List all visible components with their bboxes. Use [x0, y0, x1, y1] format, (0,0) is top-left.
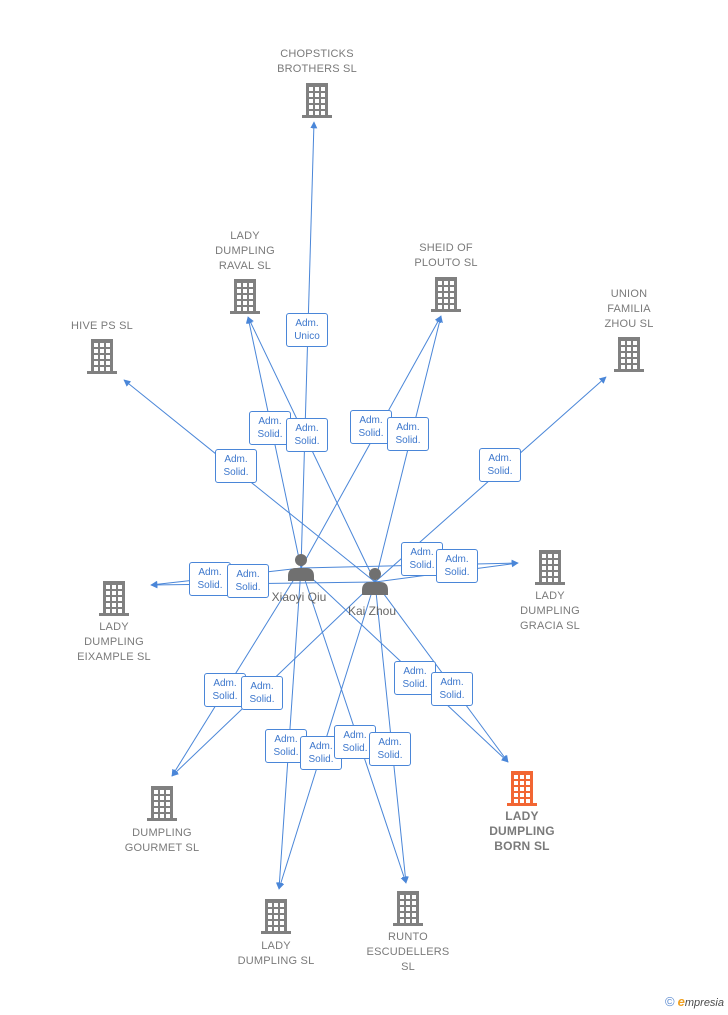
building-icon-chop[interactable] [302, 83, 332, 118]
role-badge-kz-eixample[interactable]: Adm. Solid. [227, 564, 269, 598]
brand-initial: e [677, 994, 685, 1009]
person-icon-xq[interactable] [288, 554, 314, 581]
role-badge-kz-union[interactable]: Adm. Solid. [479, 448, 521, 482]
role-badge-xq-chop[interactable]: Adm. Unico [286, 313, 328, 347]
building-icon-runto[interactable] [393, 891, 423, 926]
building-icon-eixample[interactable] [99, 581, 129, 616]
role-badge-kz-gourmet[interactable]: Adm. Solid. [241, 676, 283, 710]
building-icon-gourmet[interactable] [147, 786, 177, 821]
role-badge-kz-hive[interactable]: Adm. Solid. [215, 449, 257, 483]
person-label-xq[interactable]: Xiaoyi Qiu [271, 590, 327, 604]
company-label-gracia[interactable]: LADY DUMPLING GRACIA SL [520, 590, 580, 632]
brand-name: mpresia [684, 997, 724, 1009]
company-label-born[interactable]: LADY DUMPLING BORN SL [489, 809, 555, 853]
role-badge-kz-runto[interactable]: Adm. Solid. [369, 732, 411, 766]
role-badge-xq-gourmet[interactable]: Adm. Solid. [204, 673, 246, 707]
company-label-chop[interactable]: CHOPSTICKS BROTHERS SL [277, 48, 357, 75]
role-badge-kz-sheid[interactable]: Adm. Solid. [387, 417, 429, 451]
company-label-gourmet[interactable]: DUMPLING GOURMET SL [124, 827, 200, 854]
edge-kz-ldsl [277, 581, 376, 890]
building-icon-hive[interactable] [87, 339, 117, 374]
edges-layer [123, 121, 607, 890]
person-label-kz[interactable]: Kai Zhou [347, 604, 397, 618]
company-label-eixample[interactable]: LADY DUMPLING EIXAMPLE SL [77, 621, 151, 663]
company-label-union[interactable]: UNION FAMILIA ZHOU SL [604, 288, 654, 330]
role-badge-xq-raval[interactable]: Adm. Solid. [249, 411, 291, 445]
building-icon-union[interactable] [614, 337, 644, 372]
company-label-hive[interactable]: HIVE PS SL [71, 320, 133, 332]
company-label-sheid[interactable]: SHEID OF PLOUTO SL [414, 242, 478, 269]
building-icon-raval[interactable] [230, 279, 260, 314]
role-badge-xq-sheid[interactable]: Adm. Solid. [350, 410, 392, 444]
building-icon-ldsl[interactable] [261, 899, 291, 934]
edge-xq-ldsl [275, 567, 302, 890]
building-icon-sheid[interactable] [431, 277, 461, 312]
company-label-ldsl[interactable]: LADY DUMPLING SL [237, 940, 315, 967]
nodes-layer [87, 83, 644, 934]
building-icon-born[interactable] [507, 771, 537, 806]
copyright-symbol: © [664, 994, 675, 1009]
company-label-runto[interactable]: RUNTO ESCUDELLERS SL [366, 931, 450, 973]
company-label-raval[interactable]: LADY DUMPLING RAVAL SL [215, 230, 275, 272]
role-badge-kz-gracia[interactable]: Adm. Solid. [436, 549, 478, 583]
footer-brand: © empresia [665, 994, 724, 1009]
role-badge-xq-eixample[interactable]: Adm. Solid. [189, 562, 231, 596]
building-icon-gracia[interactable] [535, 550, 565, 585]
role-badge-xq-born[interactable]: Adm. Solid. [394, 661, 436, 695]
edge-xq-gourmet [171, 567, 302, 777]
role-badge-kz-born[interactable]: Adm. Solid. [431, 672, 473, 706]
role-badge-kz-raval[interactable]: Adm. Solid. [286, 418, 328, 452]
person-icon-kz[interactable] [362, 568, 388, 595]
